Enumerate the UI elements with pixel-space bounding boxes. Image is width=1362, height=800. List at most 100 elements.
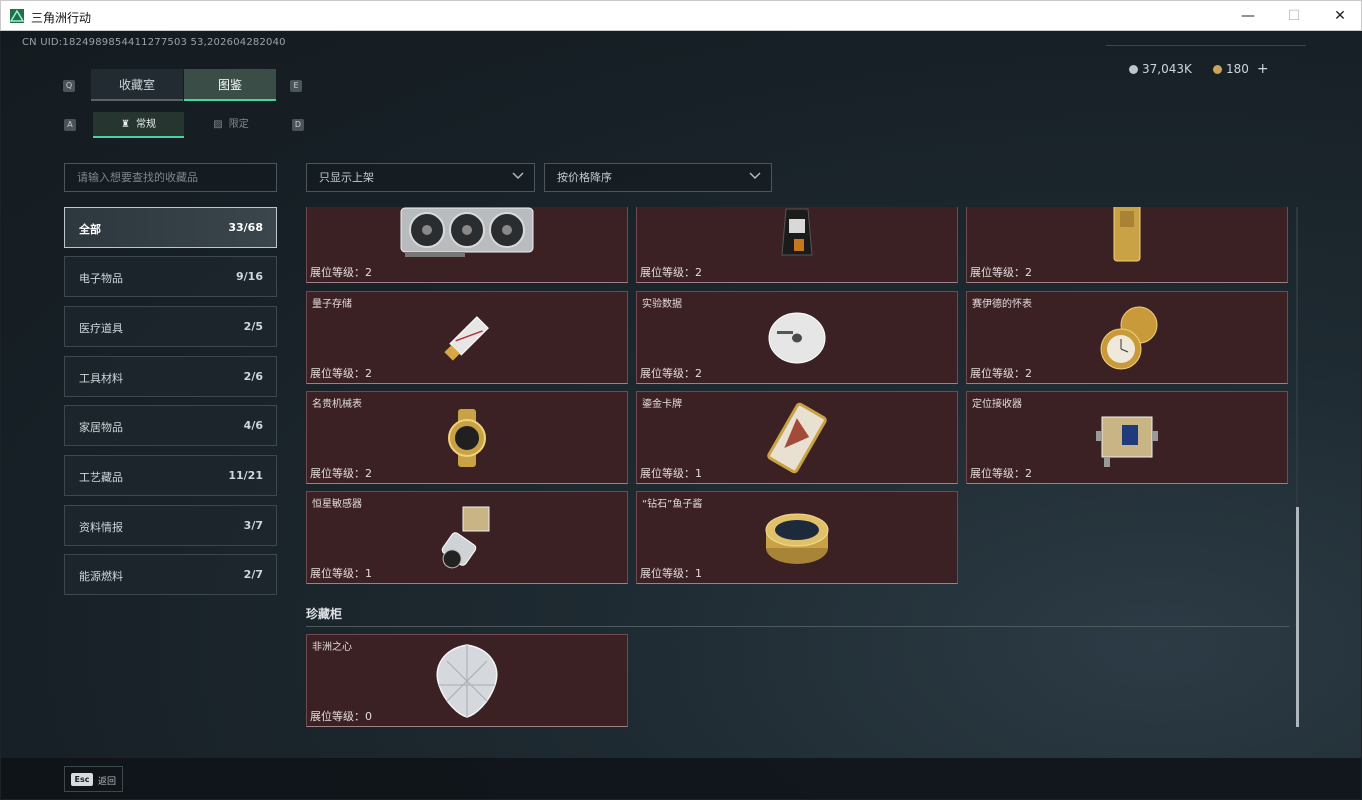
item-level: 展位等级：2 xyxy=(970,367,1032,380)
item-card[interactable]: 名贵机械表 展位等级：2 xyxy=(306,391,628,484)
subtab-limited[interactable]: ▨限定 xyxy=(185,112,277,138)
item-card[interactable]: “钻石”鱼子酱 展位等级：1 xyxy=(636,491,958,584)
usb-drive-icon xyxy=(444,315,489,361)
tab-collection-room[interactable]: 收藏室 xyxy=(91,69,183,101)
category-crafts[interactable]: 工艺藏品 11/21 xyxy=(64,455,277,496)
header-divider xyxy=(1106,45,1306,46)
rook-icon: ♜ xyxy=(121,119,130,130)
shelf-filter-dropdown[interactable]: 只显示上架 xyxy=(306,163,535,192)
category-medical[interactable]: 医疗道具 2/5 xyxy=(64,306,277,347)
silver-coin-icon xyxy=(1129,64,1138,74)
gps-receiver-icon xyxy=(1096,416,1158,467)
category-count: 2/5 xyxy=(243,320,263,333)
tab-codex[interactable]: 图鉴 xyxy=(184,69,276,101)
gold-currency-value: 180 xyxy=(1226,62,1249,76)
category-count: 4/6 xyxy=(243,419,263,432)
item-level: 展位等级：1 xyxy=(310,567,372,580)
player-uid: CN UID:1824989854411277503 53,2026042820… xyxy=(22,37,286,48)
cabinet-section-title: 珍藏柜 xyxy=(306,607,343,621)
item-grid: 展位等级：2 展位等级：2 展位等级：2 量子存储 xyxy=(306,207,1296,762)
category-household[interactable]: 家居物品 4/6 xyxy=(64,405,277,446)
silver-currency-value: 37,043K xyxy=(1142,62,1192,76)
item-level: 展位等级：2 xyxy=(640,367,702,380)
chevron-down-icon xyxy=(512,172,524,179)
category-name: 全部 xyxy=(79,223,101,236)
category-tools[interactable]: 工具材料 2/6 xyxy=(64,356,277,397)
item-name: 赛伊德的怀表 xyxy=(972,299,1032,310)
item-card[interactable]: 量子存储 展位等级：2 xyxy=(306,291,628,384)
item-level: 展位等级：2 xyxy=(310,367,372,380)
graphics-card-icon xyxy=(400,207,534,257)
category-energy[interactable]: 能源燃料 2/7 xyxy=(64,554,277,595)
search-input[interactable]: 请输入想要查找的收藏品 xyxy=(64,163,277,192)
category-count: 2/7 xyxy=(243,568,263,581)
item-level: 展位等级：2 xyxy=(640,266,702,279)
category-count: 2/6 xyxy=(243,370,263,383)
gold-currency: 180 + xyxy=(1213,61,1269,77)
subtab-regular[interactable]: ♜ 常规 xyxy=(93,112,184,138)
close-button[interactable]: ✕ xyxy=(1334,8,1346,24)
bottom-bar xyxy=(1,758,1361,799)
item-card[interactable]: 实验数据 展位等级：2 xyxy=(636,291,958,384)
item-card[interactable]: 恒星敏感器 展位等级：1 xyxy=(306,491,628,584)
category-electronics[interactable]: 电子物品 9/16 xyxy=(64,256,277,297)
window-title: 三角洲行动 xyxy=(31,11,92,25)
item-name: 量子存储 xyxy=(312,299,352,310)
item-level: 展位等级：1 xyxy=(640,567,702,580)
key-hint-d: D xyxy=(292,119,304,131)
sort-dropdown[interactable]: 按价格降序 xyxy=(544,163,772,192)
item-card[interactable]: 展位等级：2 xyxy=(306,207,628,283)
diamond-icon xyxy=(436,643,498,718)
silver-currency: 37,043K xyxy=(1129,61,1192,77)
sort-value: 按价格降序 xyxy=(557,171,612,184)
category-name: 电子物品 xyxy=(79,272,123,285)
item-name: “钻石”鱼子酱 xyxy=(642,499,703,510)
item-name: 名贵机械表 xyxy=(312,399,362,410)
category-count: 3/7 xyxy=(243,519,263,532)
scrollbar-track[interactable] xyxy=(1296,207,1298,727)
category-name: 医疗道具 xyxy=(79,322,123,335)
category-count: 9/16 xyxy=(236,270,263,283)
back-label: 返回 xyxy=(98,777,117,787)
wristwatch-icon xyxy=(448,408,486,467)
category-count: 33/68 xyxy=(228,221,263,234)
app-logo-icon xyxy=(10,9,24,23)
maximize-button[interactable]: ☐ xyxy=(1287,8,1301,24)
item-card[interactable]: 赛伊德的怀表 展位等级：2 xyxy=(966,291,1288,384)
coffee-bag-icon xyxy=(781,208,813,256)
item-name: 恒星敏感器 xyxy=(312,499,362,510)
esc-key-icon: Esc xyxy=(71,773,93,786)
pocket-watch-icon xyxy=(1100,306,1158,369)
item-name: 鎏金卡牌 xyxy=(642,399,682,410)
category-name: 家居物品 xyxy=(79,421,123,434)
key-hint-q: Q xyxy=(63,80,75,92)
item-card[interactable]: 鎏金卡牌 展位等级：1 xyxy=(636,391,958,484)
item-level: 展位等级：2 xyxy=(310,266,372,279)
gold-coin-icon xyxy=(1213,64,1222,74)
key-hint-a: A xyxy=(64,119,76,131)
item-level: 展位等级：2 xyxy=(310,467,372,480)
item-level: 展位等级：2 xyxy=(970,467,1032,480)
minimize-button[interactable]: — xyxy=(1241,8,1255,24)
category-intel[interactable]: 资料情报 3/7 xyxy=(64,505,277,546)
window-titlebar: 三角洲行动 — ☐ ✕ xyxy=(0,0,1362,31)
back-button[interactable]: Esc 返回 xyxy=(64,766,123,792)
item-card[interactable]: 展位等级：2 xyxy=(966,207,1288,283)
item-name: 非洲之心 xyxy=(312,642,352,653)
item-level: 展位等级：1 xyxy=(640,467,702,480)
chevron-down-icon xyxy=(749,172,761,179)
item-level: 展位等级：2 xyxy=(970,266,1032,279)
item-card[interactable]: 展位等级：2 xyxy=(636,207,958,283)
item-name: 实验数据 xyxy=(642,299,682,310)
subtab-limited-label: 限定 xyxy=(228,119,249,130)
category-name: 资料情报 xyxy=(79,521,123,534)
item-card[interactable]: 定位接收器 展位等级：2 xyxy=(966,391,1288,484)
subtab-regular-label: 常规 xyxy=(135,119,156,130)
add-currency-button[interactable]: + xyxy=(1256,61,1269,77)
star-sensor-icon xyxy=(441,506,490,568)
shelf-filter-value: 只显示上架 xyxy=(319,171,374,184)
item-card[interactable]: 非洲之心 展位等级：0 xyxy=(306,634,628,727)
category-all[interactable]: 全部 33/68 xyxy=(64,207,277,248)
key-hint-e: E xyxy=(290,80,302,92)
scrollbar-thumb[interactable] xyxy=(1296,507,1299,727)
